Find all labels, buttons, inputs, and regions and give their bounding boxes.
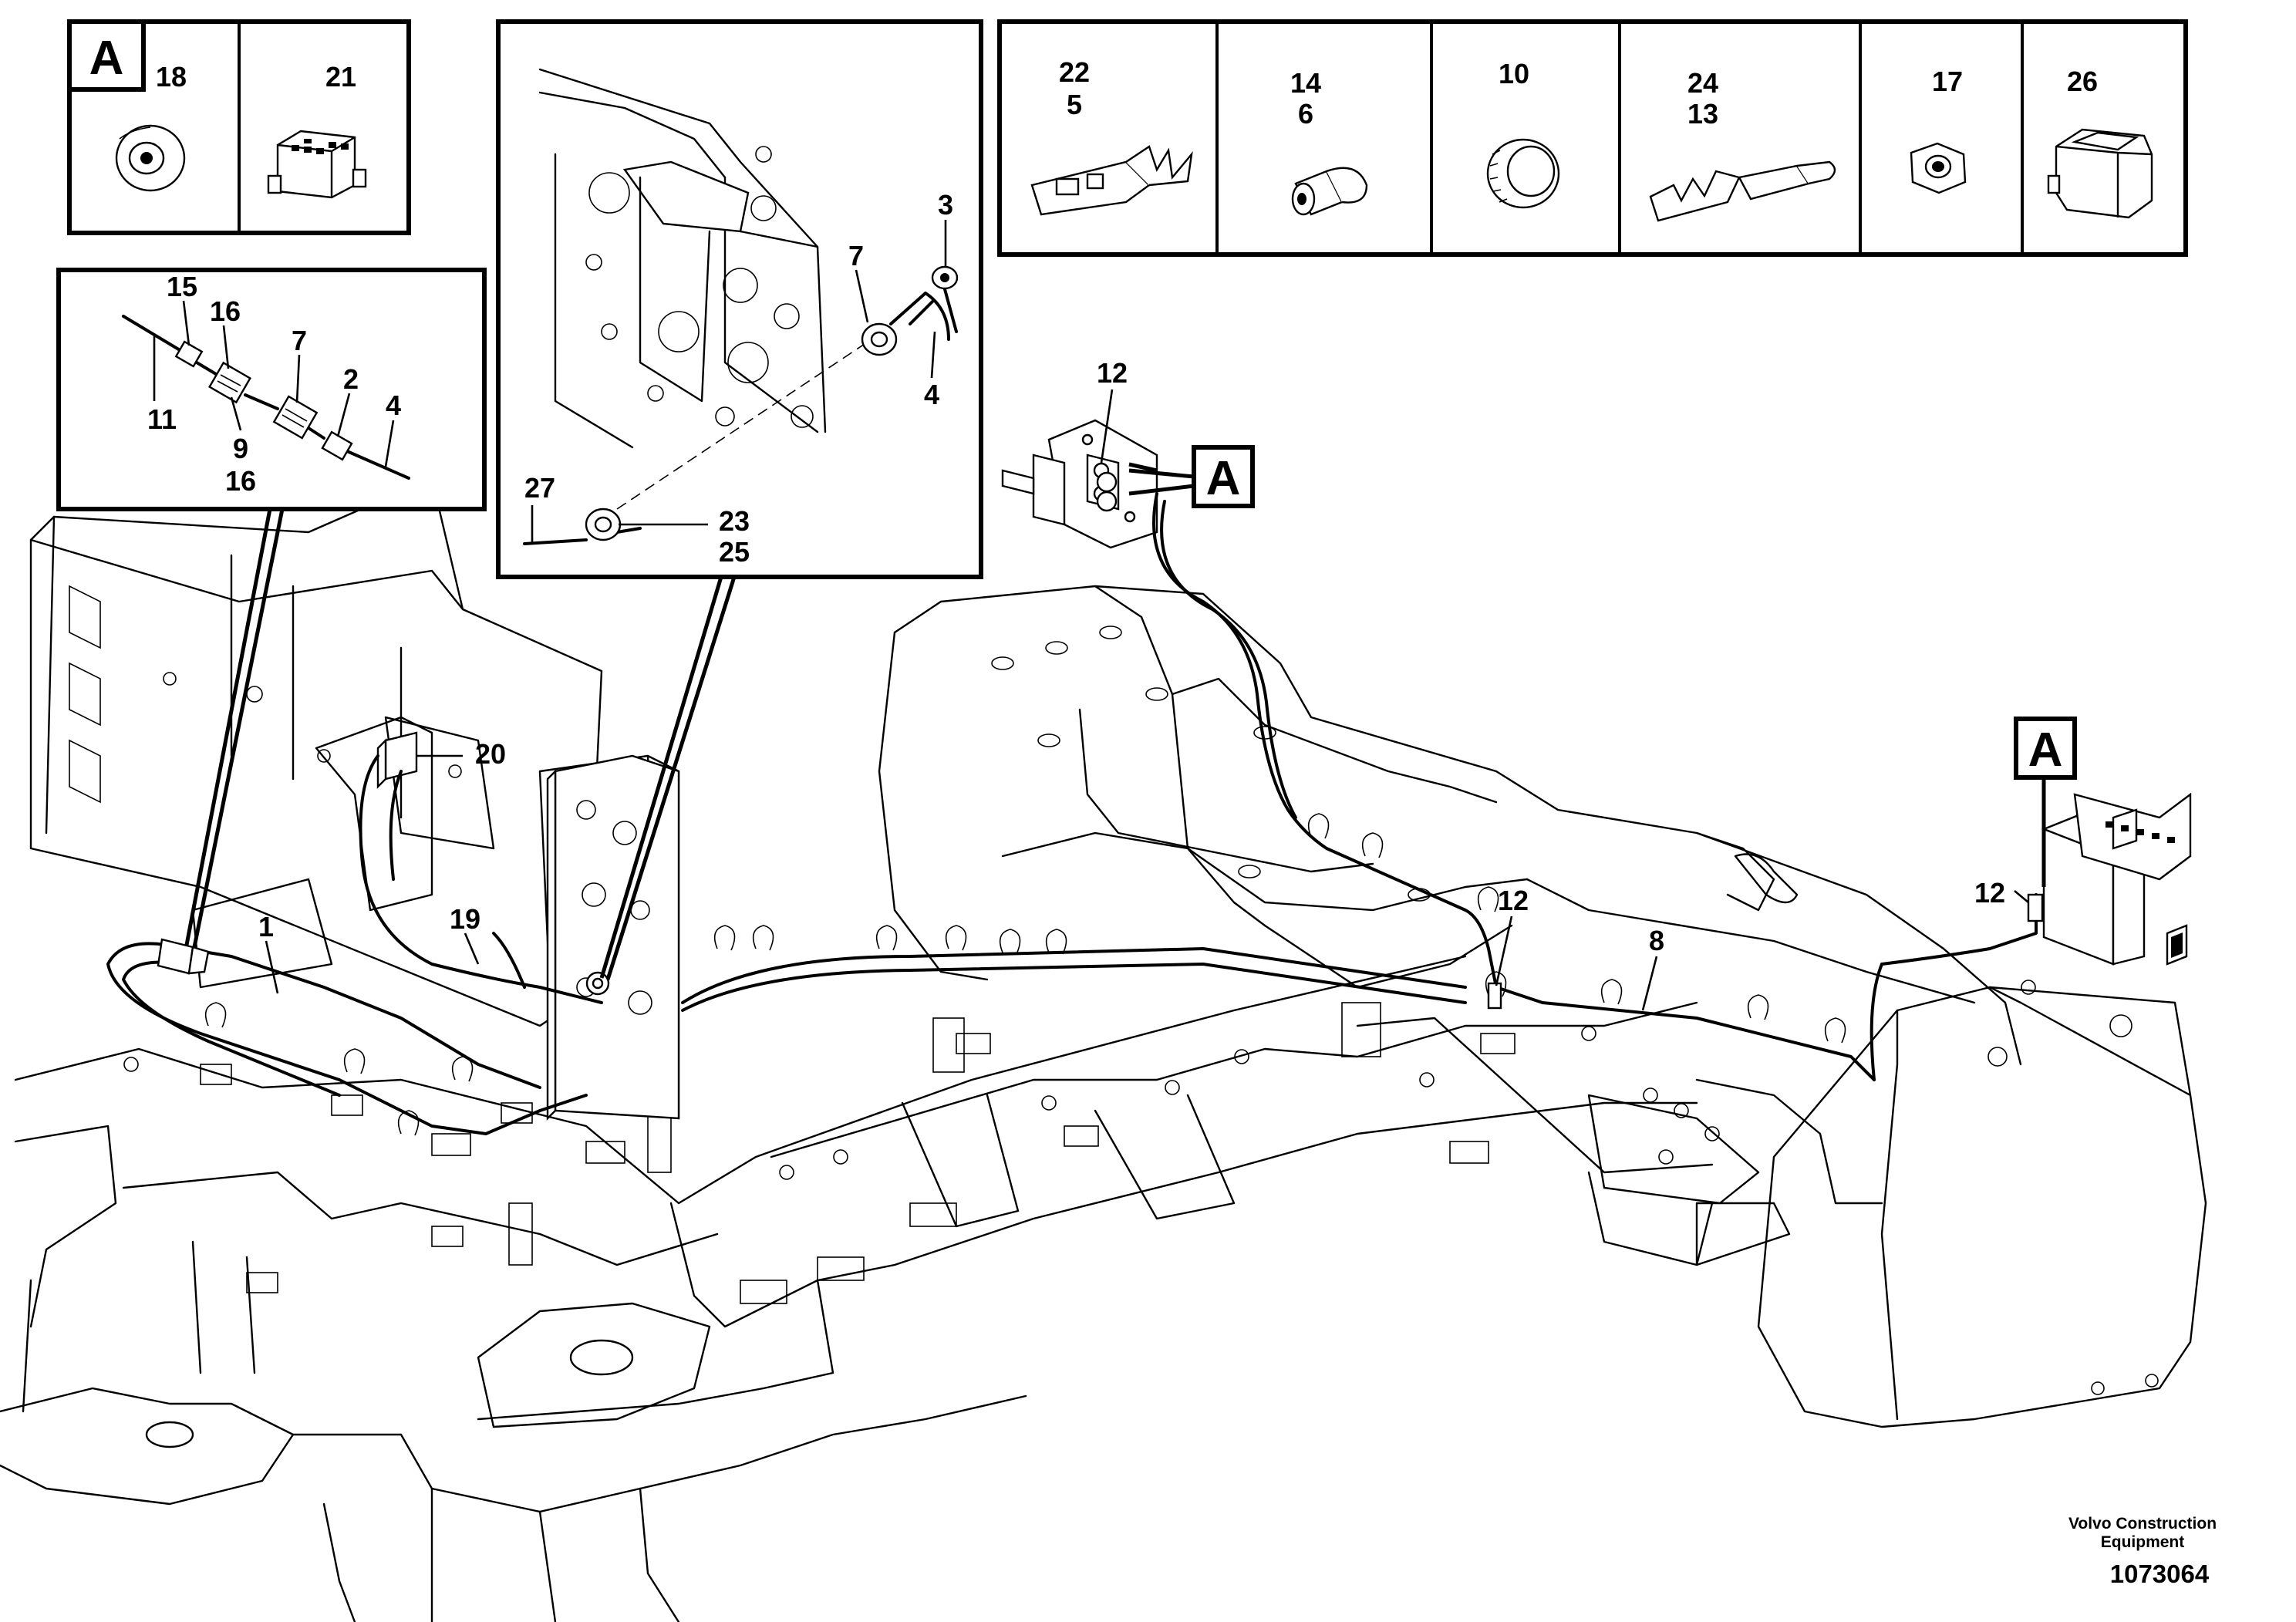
detail-box-cable-joint: [56, 268, 487, 511]
callout-8: 8: [1649, 925, 1664, 956]
callout-6: 6: [1298, 98, 1313, 130]
relay-socket-icon: [2047, 128, 2153, 219]
harness-connector-left: [157, 938, 210, 975]
detail-box-a: A: [67, 19, 411, 235]
callout-15: 15: [167, 271, 197, 302]
watermark: Volvo Construction Equipment 1073064: [2068, 1515, 2217, 1588]
watermark-line-2: Equipment: [2101, 1533, 2185, 1551]
callout-16-upper: 16: [210, 295, 241, 327]
pin-contact-icon: [1649, 160, 1836, 222]
callout-10: 10: [1499, 58, 1529, 89]
watermark-line-1: Volvo Construction: [2068, 1515, 2217, 1533]
callout-26: 26: [2067, 66, 2098, 97]
callout-22: 22: [1059, 56, 1090, 88]
cable-joint-icons: [174, 340, 353, 461]
callout-4-bulkhead: 4: [924, 379, 939, 410]
leader-lines: [153, 220, 2029, 1011]
callout-4-detail: 4: [386, 389, 401, 421]
bulkhead-plug-left-icon: [585, 508, 622, 541]
callout-23: 23: [719, 505, 750, 537]
callout-7-detail: 7: [292, 325, 307, 356]
bulkhead-plug-right-icon: [861, 265, 959, 356]
callout-13: 13: [1687, 98, 1718, 130]
callout-20: 20: [475, 738, 506, 770]
callout-12-right: 12: [1974, 877, 2005, 909]
callout-tag-plug-right: A: [2014, 717, 2077, 780]
callout-tag-plug-top: A: [1128, 445, 1255, 508]
harness-connector-mid: [1487, 982, 1502, 1010]
callout-21: 21: [325, 61, 356, 93]
harness-connector-plate: [585, 971, 610, 996]
main-harness-cable: [106, 471, 2044, 1136]
callout-19: 19: [450, 903, 480, 935]
callout-3: 3: [938, 189, 953, 221]
callout-2: 2: [343, 363, 359, 395]
grommet-icon: [115, 124, 186, 192]
harness-clips: [204, 813, 1846, 1136]
callout-12-top: 12: [1097, 357, 1128, 389]
callout-27: 27: [524, 472, 555, 504]
machine-frame-drawing: [0, 477, 2207, 1622]
callout-18: 18: [156, 61, 187, 93]
harness-connector-top: [1096, 471, 1118, 512]
callout-14: 14: [1290, 67, 1321, 99]
callout-9: 9: [233, 433, 248, 464]
socket-contact-icon: [1030, 145, 1193, 216]
detail-box-bulkhead: [496, 19, 983, 579]
hex-nut-icon: [1910, 142, 1967, 194]
drawing-number: 1073064: [2110, 1560, 2210, 1588]
harness-connector-right: [2027, 893, 2044, 922]
lock-ring-icon: [1486, 138, 1560, 209]
callout-17: 17: [1932, 66, 1963, 97]
cable-seal-icon: [1291, 167, 1368, 216]
detail-pointers: [184, 462, 2046, 980]
top-connector-bracket: [1001, 419, 1158, 549]
callout-12-mid: 12: [1498, 885, 1529, 916]
callout-5: 5: [1067, 89, 1082, 120]
callout-labels: 18 21 15 16 7 2 4 11 9 16 3 7 4 27 23 25…: [147, 56, 2098, 956]
callout-24: 24: [1687, 67, 1718, 99]
detail-box-parts: [997, 19, 2188, 257]
callout-11: 11: [147, 403, 177, 435]
callout-25: 25: [719, 536, 750, 568]
callout-7-bulkhead: 7: [848, 240, 864, 271]
tag-plug-top: A: [1206, 452, 1241, 505]
callout-1: 1: [258, 911, 274, 943]
connector-housing-icon: [267, 130, 367, 199]
detail-a-tag-box: [67, 19, 146, 92]
callout-16-lower: 16: [225, 465, 256, 497]
right-connector-bracket: [2041, 792, 2192, 966]
bulkhead-plate: [376, 731, 680, 1121]
tag-plug-right: A: [2028, 723, 2063, 777]
detail-a-tag: A: [89, 32, 124, 85]
